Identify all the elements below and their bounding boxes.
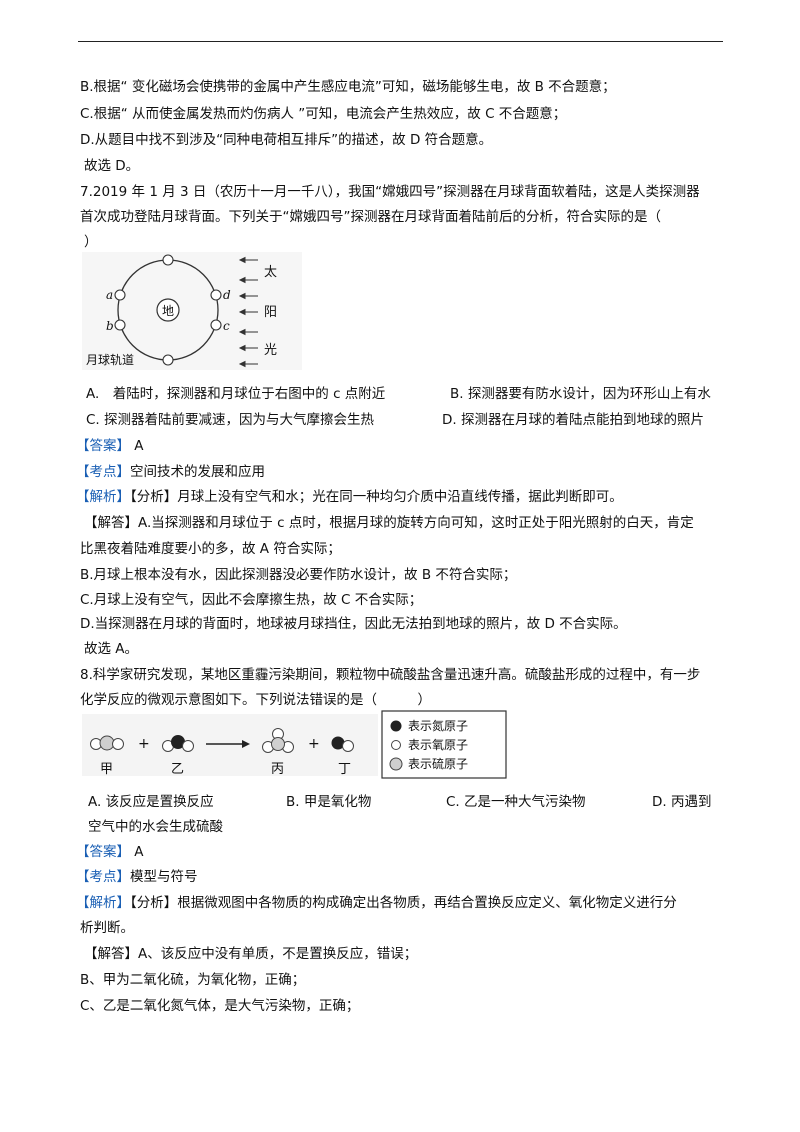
text-line: D.从题目中找不到涉及“同种电荷相互排斥”的描述，故 D 符合题意。 [80, 132, 493, 148]
analysis-line: 【解析】【分析】月球上没有空气和水；光在同一种均匀介质中沿直线传播，据此判断即可… [76, 487, 623, 507]
header-rule [78, 41, 723, 42]
moon-circle [210, 289, 222, 301]
option-d-cont: 空气中的水会生成硫酸 [88, 819, 223, 835]
option-a: A. 着陆时，探测器和月球位于右图中的 c 点附近 [86, 386, 386, 402]
moon-circle [210, 319, 222, 331]
oxygen-atom [342, 740, 354, 752]
legend-label: 表示氧原子 [408, 738, 468, 752]
species-label: 丁 [338, 762, 351, 777]
solution-line: B.月球上根本没有水，因此探测器没必要作防水设计，故 B 不符合实际； [80, 567, 517, 583]
text-line: B.根据“ 变化磁场会使携带的金属中产生感应电流”可知，磁场能够生电，故 B 不… [80, 79, 616, 95]
figure-background [82, 252, 302, 370]
sunlight-arrows [238, 256, 258, 368]
topic-line: 【考点】空间技术的发展和应用 [76, 462, 265, 482]
topic-line: 【考点】模型与符号 [76, 867, 198, 887]
sun-char: 阳 [264, 305, 277, 320]
sulfur-atom [271, 737, 285, 751]
analysis-tag: 【解析】 [76, 489, 130, 505]
earth-circle [156, 298, 180, 322]
answer-tag: 【答案】 [76, 438, 130, 454]
legend-sulfur-swatch [389, 757, 403, 771]
option-b: B. 探测器要有防水设计，因为环形山上有水 [450, 386, 711, 402]
text-line: 故选 D。 [84, 158, 140, 174]
legend-label: 表示硫原子 [408, 756, 468, 771]
text-line: C.根据“ 从而使金属发热而灼伤病人 ”可知，电流会产生热效应，故 C 不合题意… [80, 106, 567, 122]
species-label: 乙 [171, 762, 184, 777]
solution-line: 【解答】A.当探测器和月球位于 c 点时，根据月球的旋转方向可知，这时正处于阳光… [84, 515, 694, 531]
figure-background [82, 714, 378, 776]
oxygen-atom [112, 738, 124, 750]
solution-line: 比黑夜着陆难度要小的多，故 A 符合实际； [80, 541, 341, 557]
answer-tag: 【答案】 [76, 844, 130, 860]
question-8-line: 8.科学家研究发现，某地区重霾污染期间，颗粒物中硫酸盐含量迅速升高。硫酸盐形成的… [80, 667, 701, 683]
answer-value: A [134, 844, 144, 860]
point-label-b: b [106, 319, 114, 333]
option-b: B. 甲是氧化物 [286, 794, 372, 810]
solution-line: 故选 A。 [84, 641, 139, 657]
reaction-figure: + + 甲 乙 丙 丁 表示氮原子 表示氧原子 表示硫原子 [82, 710, 507, 779]
question-7-line: 7.2019 年 1 月 3 日（农历十一月一千八），我国“嫦娥四号”探测器在月… [80, 184, 700, 200]
sulfur-atom [99, 735, 115, 751]
analysis-line: 【解析】【分析】根据微观图中各物质的构成确定出各物质，再结合置换反应定义、氧化物… [76, 893, 677, 913]
analysis-tag: 【解析】 [76, 895, 130, 911]
answer-value: A [134, 438, 144, 454]
option-d: D. 丙遇到 [652, 794, 712, 810]
analysis-value: 【分析】根据微观图中各物质的构成确定出各物质，再结合置换反应定义、氧化物定义进行… [130, 895, 677, 911]
question-7-line: ） [84, 234, 98, 250]
solution-line: C.月球上没有空气，因此不会摩擦生热，故 C 不合实际； [80, 592, 423, 608]
species-label: 甲 [100, 762, 113, 777]
plus-sign: + [308, 736, 320, 752]
sun-char: 光 [264, 343, 277, 358]
answer-line: 【答案】 A [76, 842, 144, 862]
legend-label: 表示氮原子 [408, 718, 468, 733]
topic-value: 模型与符号 [130, 869, 198, 885]
moon-circle [162, 254, 174, 266]
species-label: 丙 [271, 762, 284, 777]
legend-nitrogen-swatch [390, 720, 402, 732]
reaction-arrow-head [242, 740, 250, 748]
legend-box [381, 710, 507, 779]
topic-tag: 【考点】 [76, 869, 130, 885]
option-a: A. 该反应是置换反应 [88, 794, 214, 810]
plus-sign: + [138, 736, 150, 752]
point-label-c: c [223, 319, 230, 333]
analysis-value: 【分析】月球上没有空气和水；光在同一种均匀介质中沿直线传播，据此判断即可。 [130, 489, 623, 505]
topic-value: 空间技术的发展和应用 [130, 464, 265, 480]
analysis-line: 析判断。 [80, 920, 134, 936]
moon-circle [114, 289, 126, 301]
legend-oxygen-swatch [391, 740, 401, 750]
orbit-label: 月球轨道 [86, 353, 134, 367]
solution-line: B、甲为二氧化硫，为氧化物，正确； [80, 972, 306, 988]
option-c: C. 乙是一种大气污染物 [446, 794, 586, 810]
option-d: D. 探测器在月球的着陆点能拍到地球的照片 [442, 412, 704, 428]
solution-line: D.当探测器在月球的背面时，地球被月球挡住，因此无法拍到地球的照片，故 D 不合… [80, 616, 627, 632]
point-label-d: d [223, 288, 231, 302]
solution-line: C、乙是二氧化氮气体，是大气污染物，正确； [80, 998, 360, 1014]
moon-circle [114, 319, 126, 331]
point-label-a: a [106, 288, 113, 302]
moon-circle [162, 354, 174, 366]
solution-line: 【解答】A、该反应中没有单质，不是置换反应，错误； [84, 946, 418, 962]
sun-char: 太 [264, 265, 277, 280]
question-8-line: 化学反应的微观示意图如下。下列说法错误的是（ ） [80, 692, 431, 708]
oxygen-atom [182, 740, 194, 752]
topic-tag: 【考点】 [76, 464, 130, 480]
moon-orbit-figure: 地 a b c d 太 阳 光 月球轨道 [82, 252, 302, 370]
earth-label: 地 [162, 304, 174, 318]
question-7-line: 首次成功登陆月球背面。下列关于“嫦娥四号”探测器在月球背面着陆前后的分析，符合实… [80, 209, 661, 225]
answer-line: 【答案】 A [76, 436, 144, 456]
option-c: C. 探测器着陆前要减速，因为与大气摩擦会生热 [86, 412, 375, 428]
